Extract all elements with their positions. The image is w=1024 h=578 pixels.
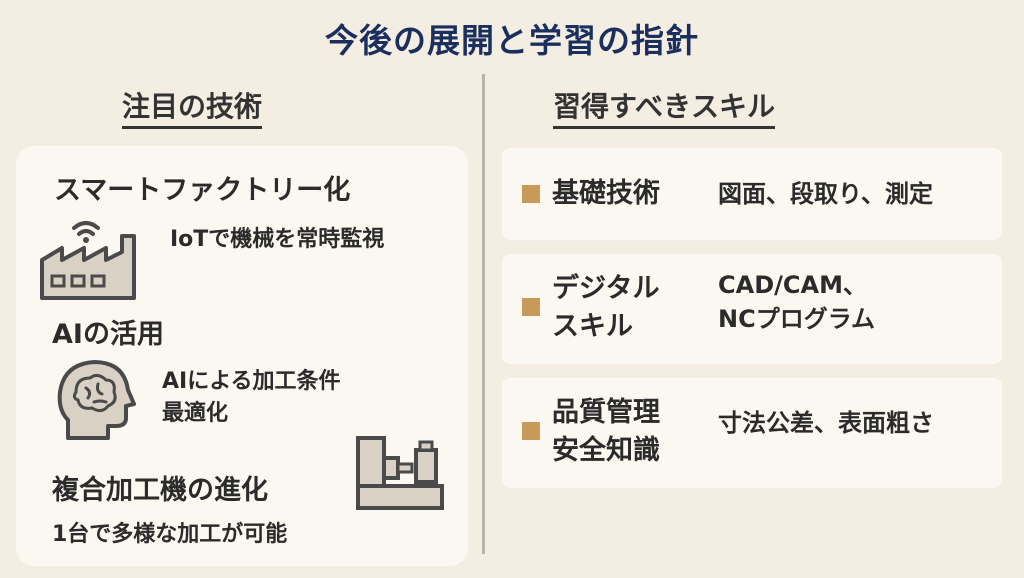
skill-label-digital: デジタル スキル — [552, 270, 659, 346]
skill-desc-digital: CAD/CAM、 NCプログラム — [718, 268, 875, 336]
column-divider — [482, 74, 485, 554]
skill-label-quality-line-1: 品質管理 — [552, 397, 660, 428]
skill-desc-digital-line-2: NCプログラム — [718, 305, 875, 333]
skill-card-quality-safety: 品質管理 安全知識 寸法公差、表面粗さ — [502, 378, 1002, 488]
skill-bullet-square — [522, 298, 540, 316]
tech-title-multitasking-machine: 複合加工機の進化 — [52, 475, 268, 506]
tech-desc-smart-factory: IoTで機械を常時監視 — [170, 227, 385, 252]
skill-bullet-square — [522, 422, 540, 440]
skill-label-digital-line-2: スキル — [552, 311, 633, 342]
skill-card-digital: デジタル スキル CAD/CAM、 NCプログラム — [502, 254, 1002, 364]
factory-wifi-icon — [40, 221, 136, 300]
tech-title-smart-factory: スマートファクトリー化 — [54, 175, 351, 206]
left-heading: 注目の技術 — [122, 90, 263, 129]
skill-desc-quality-safety: 寸法公差、表面粗さ — [718, 409, 934, 437]
skill-label-digital-line-1: デジタル — [552, 273, 660, 304]
machine-tool-icon — [356, 436, 444, 510]
tech-desc-ai-line-2: 最適化 — [162, 401, 229, 426]
right-heading: 習得すべきスキル — [553, 90, 776, 129]
page-title: 今後の展開と学習の指針 — [325, 21, 699, 60]
skill-desc-digital-line-1: CAD/CAM、 — [718, 271, 867, 299]
ai-brain-head-icon — [57, 360, 136, 440]
skill-card-basic: 基礎技術 図面、段取り、測定 — [502, 148, 1002, 240]
skill-desc-basic: 図面、段取り、測定 — [718, 180, 934, 208]
skill-label-basic: 基礎技術 — [552, 178, 660, 209]
technology-card: スマートファクトリー化 IoTで機械を常時監視 AIの活用 AIによる加工条件 … — [16, 146, 468, 566]
tech-desc-ai: AIによる加工条件 最適化 — [162, 366, 341, 430]
skill-label-quality-safety: 品質管理 安全知識 — [552, 394, 660, 470]
skill-bullet-square — [522, 185, 540, 203]
tech-title-ai: AIの活用 — [52, 319, 164, 350]
skill-label-quality-line-2: 安全知識 — [552, 435, 660, 466]
tech-desc-ai-line-1: AIによる加工条件 — [162, 369, 341, 394]
tech-desc-multitasking-machine: 1台で多様な加工が可能 — [52, 522, 288, 547]
